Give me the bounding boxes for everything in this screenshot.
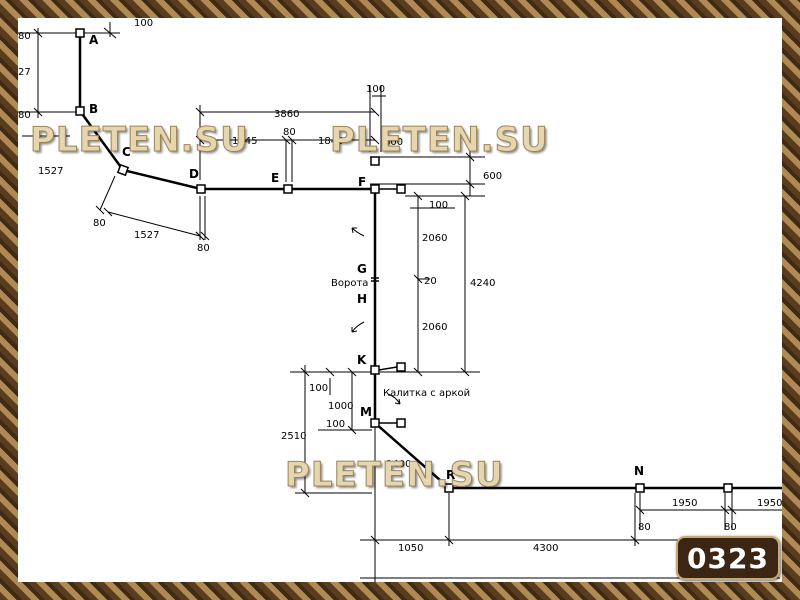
dim-text: 1845 — [232, 136, 257, 147]
point-b-label: B — [89, 102, 98, 116]
dim-text: 3860 — [274, 109, 299, 120]
watermark-2: PLETEN.SU — [330, 120, 549, 161]
post-connectors — [371, 188, 398, 424]
swing-arrows — [351, 227, 401, 405]
point-h-label: H — [357, 292, 367, 306]
point-m-label: M — [360, 405, 372, 419]
point-a-label: A — [89, 33, 99, 47]
dim-text: 80 — [93, 218, 106, 229]
dim-text: 100 — [429, 200, 448, 211]
point-n-label: N — [634, 464, 644, 478]
dim-text: 80 — [197, 243, 210, 254]
fence-lines — [78, 33, 782, 490]
watermark-1: PLETEN.SU — [30, 120, 249, 161]
dim-text: 100 — [309, 383, 328, 394]
dim-text: 2510 — [281, 431, 306, 442]
watermark-3: PLETEN.SU — [285, 455, 504, 496]
dim-text: 1000 — [328, 401, 353, 412]
drawing-number-badge: 0323 — [676, 536, 780, 580]
dim-text: 80 — [18, 110, 31, 121]
dim-text: 1950 — [672, 498, 697, 509]
dim-text: 100 — [326, 419, 345, 430]
fence-posts — [75, 28, 733, 493]
point-g-label: G — [357, 262, 367, 276]
dim-text: 600 — [384, 137, 403, 148]
dim-text: 27 — [18, 67, 31, 78]
dim-text: 80 — [724, 522, 737, 533]
point-d-label: D — [189, 167, 199, 181]
point-r-label: R — [446, 468, 455, 482]
dim-text: 4300 — [533, 543, 558, 554]
dim-text: 2060 — [422, 233, 447, 244]
point-f-label: F — [358, 175, 366, 189]
dim-text: 1527 — [134, 230, 159, 241]
point-k-label: K — [357, 353, 367, 367]
dim-text: 100 — [366, 84, 385, 95]
dim-text: 100 — [134, 18, 153, 29]
dim-text: 1950 — [757, 498, 782, 509]
dimension-lines — [18, 22, 782, 582]
dim-text: 4240 — [470, 278, 495, 289]
dim-text: 80 — [283, 127, 296, 138]
wicket-label: Калитка с аркой — [383, 388, 470, 399]
dim-text: 1527 — [38, 166, 63, 177]
dim-text: 20 — [424, 276, 437, 287]
dim-text: 2060 — [422, 322, 447, 333]
dim-text: 80 — [18, 31, 31, 42]
drawing-canvas: A B C D E F G H K M N R Ворота Калитка с… — [18, 18, 782, 582]
dim-text: 1845 — [318, 136, 343, 147]
dim-text: 600 — [483, 171, 502, 182]
fence-plan-svg: A B C D E F G H K M N R Ворота Калитка с… — [18, 18, 782, 582]
point-c-label: C — [122, 145, 131, 159]
dim-text: 1400 — [386, 459, 411, 470]
dim-text: 80 — [638, 522, 651, 533]
point-e-label: E — [271, 171, 279, 185]
dim-text: 1050 — [398, 543, 423, 554]
gate-label: Ворота — [331, 278, 368, 289]
